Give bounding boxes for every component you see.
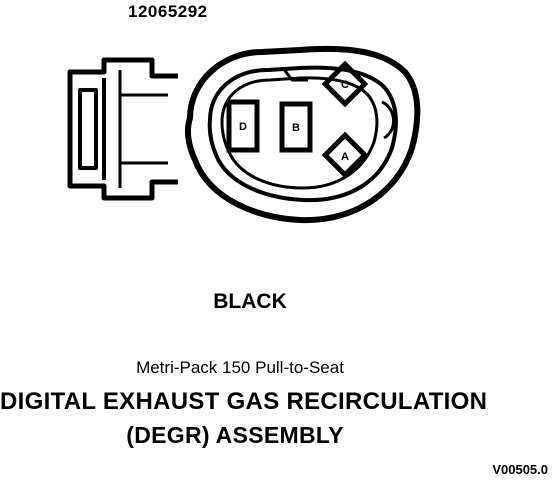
component-name-line1: DIGITAL EXHAUST GAS RECIRCULATION xyxy=(0,388,488,415)
figure-code: V00505.0 xyxy=(492,462,548,477)
pin-label-a: A xyxy=(341,151,349,163)
connector-housing xyxy=(184,45,421,224)
connector-series: Metri-Pack 150 Pull-to-Seat xyxy=(136,358,344,377)
pin-label-b: B xyxy=(292,122,300,134)
pin-label-c: C xyxy=(341,79,349,91)
component-name-line2: (DEGR) ASSEMBLY xyxy=(126,422,344,448)
connector-latch xyxy=(67,57,178,201)
pin-cavity-a: A xyxy=(321,131,369,179)
connector-color: BLACK xyxy=(213,290,287,313)
part-number: 12065292 xyxy=(128,2,208,21)
pin-label-d: D xyxy=(239,121,247,133)
pin-cavity-c: C xyxy=(321,60,369,108)
pin-cavity-d: D xyxy=(226,99,260,153)
pin-cavity-b: B xyxy=(279,101,313,153)
